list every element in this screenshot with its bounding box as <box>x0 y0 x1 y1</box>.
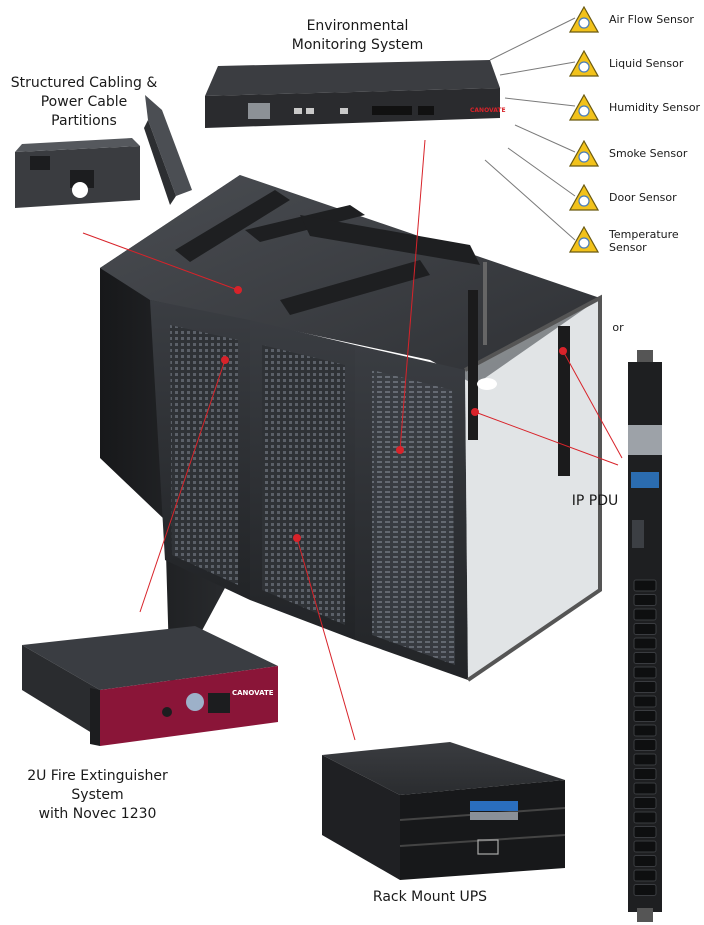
svg-text:CANOVATE: CANOVATE <box>470 107 506 114</box>
svg-text:CANOVATE: CANOVATE <box>232 689 274 697</box>
structured-cabling-label: Structured Cabling & Power Cable Partiti… <box>10 75 158 129</box>
sensor-leader-lines <box>484 17 576 241</box>
environmental-monitoring-label: Environmental Monitoring System <box>291 18 424 53</box>
rack-ups-label: Rack Mount UPS <box>372 889 488 905</box>
liquid-sensor-icon <box>568 49 600 78</box>
temperature-sensor-icon <box>568 225 600 254</box>
humidity-sensor-icon <box>568 93 600 122</box>
airflow-sensor-icon <box>568 5 600 34</box>
ups-unit <box>322 742 566 880</box>
sensor-label: Liquid Sensor <box>609 57 684 70</box>
sensor-label: Humidity Sensor <box>609 101 701 114</box>
sensor-label: Temperature Sensor <box>609 228 679 254</box>
rack-cabinet <box>100 175 602 690</box>
sensor-label: Door Sensor <box>609 191 677 204</box>
ip-pdu-label: IP PDU <box>571 493 619 509</box>
sensor-label: Air Flow Sensor <box>609 13 694 26</box>
environmental-monitoring-unit: CANOVATE <box>205 60 506 128</box>
ip-pdu <box>628 350 662 922</box>
fire-extinguisher-label: 2U Fire Extinguisher System with Novec 1… <box>27 768 168 822</box>
fire-extinguisher-unit: CANOVATE <box>22 626 278 746</box>
sensor-label: Smoke Sensor <box>609 147 688 160</box>
cable-partitions <box>15 95 192 208</box>
or-label: or <box>612 321 624 334</box>
component-leader-lines <box>82 139 623 741</box>
smoke-sensor-icon <box>568 139 600 168</box>
door-sensor-icon <box>568 183 600 212</box>
